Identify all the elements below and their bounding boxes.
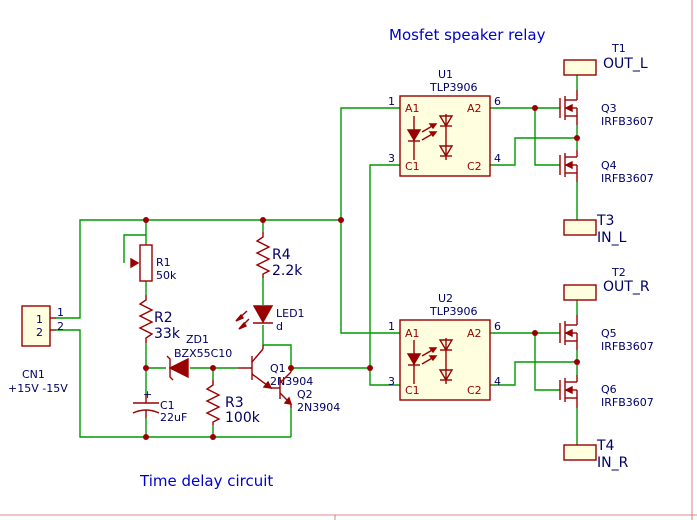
cn1-pin1-label: 1 (36, 313, 43, 326)
transistor-q1: Q1 2N3904 (238, 345, 313, 389)
zd1-ref: ZD1 (186, 333, 209, 346)
mosfet-q3: Q3 IRFB3607 (559, 90, 654, 128)
u2-pin6: 6 (494, 320, 501, 333)
u1-c2: C2 (467, 160, 482, 173)
r2-value: 33k (154, 326, 181, 342)
c1-ref: C1 (160, 399, 175, 412)
r1-ref: R1 (156, 256, 171, 269)
mosfet-q5: Q5 IRFB3607 (559, 315, 654, 353)
u2-ref: U2 (438, 292, 453, 305)
t1-value: OUT_L (603, 56, 648, 72)
u1-pin3: 3 (388, 152, 395, 165)
r1-value: 50k (156, 269, 177, 282)
r4-value: 2.2k (272, 263, 303, 279)
r4-ref: R4 (272, 247, 291, 263)
cn1-pin1-number: 1 (57, 306, 64, 319)
u1-value: TLP3906 (429, 81, 477, 94)
q4-ref: Q4 (601, 159, 617, 172)
cn1-pin2-number: 2 (57, 320, 64, 333)
mosfet-q4: Q4 IRFB3607 (559, 150, 654, 185)
resistor-r1: R1 50k (130, 244, 177, 282)
delay-title: Time delay circuit (139, 472, 273, 490)
optocoupler-u2: U2 TLP3906 1 3 6 4 A1 C1 A2 C2 (388, 292, 501, 401)
c1-value: 22uF (160, 411, 187, 424)
u1-c1: C1 (405, 160, 420, 173)
cn1-ref: CN1 (22, 368, 45, 381)
q6-value: IRFB3607 (601, 396, 654, 409)
led1-value: d (276, 320, 283, 333)
u1-pin1: 1 (388, 95, 395, 108)
cn1-pin2-label: 2 (36, 326, 43, 339)
terminal-t1: T1 OUT_L (563, 42, 648, 76)
q2-ref: Q2 (297, 388, 313, 401)
t3-ref: T3 (596, 213, 614, 229)
q2-value: 2N3904 (297, 401, 340, 414)
u1-a2: A2 (467, 102, 482, 115)
u2-a2: A2 (467, 327, 482, 340)
relay-title: Mosfet speaker relay (389, 26, 546, 44)
r2-ref: R2 (154, 310, 173, 326)
t2-value: OUT_R (603, 279, 650, 295)
u1-ref: U1 (438, 68, 453, 81)
terminal-t2: T2 OUT_R (563, 266, 650, 301)
led1-ref: LED1 (276, 307, 305, 320)
u1-a1: A1 (405, 102, 420, 115)
terminal-t3: T3 IN_L (563, 213, 627, 246)
resistor-r3: R3 100k (205, 380, 261, 426)
u2-pin1: 1 (388, 320, 395, 333)
q4-value: IRFB3607 (601, 172, 654, 185)
r3-value: 100k (225, 410, 261, 426)
capacitor-c1: + C1 22uF (132, 388, 187, 424)
q1-value: 2N3904 (270, 375, 313, 388)
zd1-value: BZX55C10 (174, 347, 232, 360)
terminal-t4: T4 IN_R (563, 438, 629, 471)
zener-zd1: ZD1 BZX55C10 (166, 333, 232, 381)
t4-value: IN_R (597, 455, 629, 471)
resistor-r4: R4 2.2k (255, 232, 303, 279)
r3-ref: R3 (225, 395, 244, 411)
t4-ref: T4 (596, 438, 615, 454)
resistor-r2: R2 33k (138, 295, 181, 343)
t1-ref: T1 (611, 42, 626, 55)
u1-pin4: 4 (494, 152, 501, 165)
q5-value: IRFB3607 (601, 340, 654, 353)
q6-ref: Q6 (601, 383, 617, 396)
mosfet-q6: Q6 IRFB3607 (559, 375, 654, 409)
u2-c1: C1 (405, 384, 420, 397)
u2-c2: C2 (467, 384, 482, 397)
optocoupler-u1: U1 TLP3906 1 3 6 4 A1 C1 A2 C2 (388, 68, 501, 177)
c1-polarity: + (143, 388, 152, 401)
transistor-q2: Q2 2N3904 (271, 368, 340, 414)
u1-pin6: 6 (494, 95, 501, 108)
connector-cn1: 1 2 1 2 CN1 +15V -15V (8, 305, 68, 395)
u2-a1: A1 (405, 327, 420, 340)
u2-value: TLP3906 (429, 305, 477, 318)
u2-pin3: 3 (388, 375, 395, 388)
junctions (143, 105, 580, 440)
led-led1: LED1 d (235, 305, 305, 333)
u2-pin4: 4 (494, 375, 501, 388)
t3-value: IN_L (597, 230, 627, 246)
wires (56, 75, 578, 445)
t2-ref: T2 (611, 266, 626, 279)
q3-value: IRFB3607 (601, 115, 654, 128)
q5-ref: Q5 (601, 327, 617, 340)
q1-ref: Q1 (270, 362, 286, 375)
q3-ref: Q3 (601, 102, 617, 115)
cn1-value: +15V -15V (8, 382, 68, 395)
